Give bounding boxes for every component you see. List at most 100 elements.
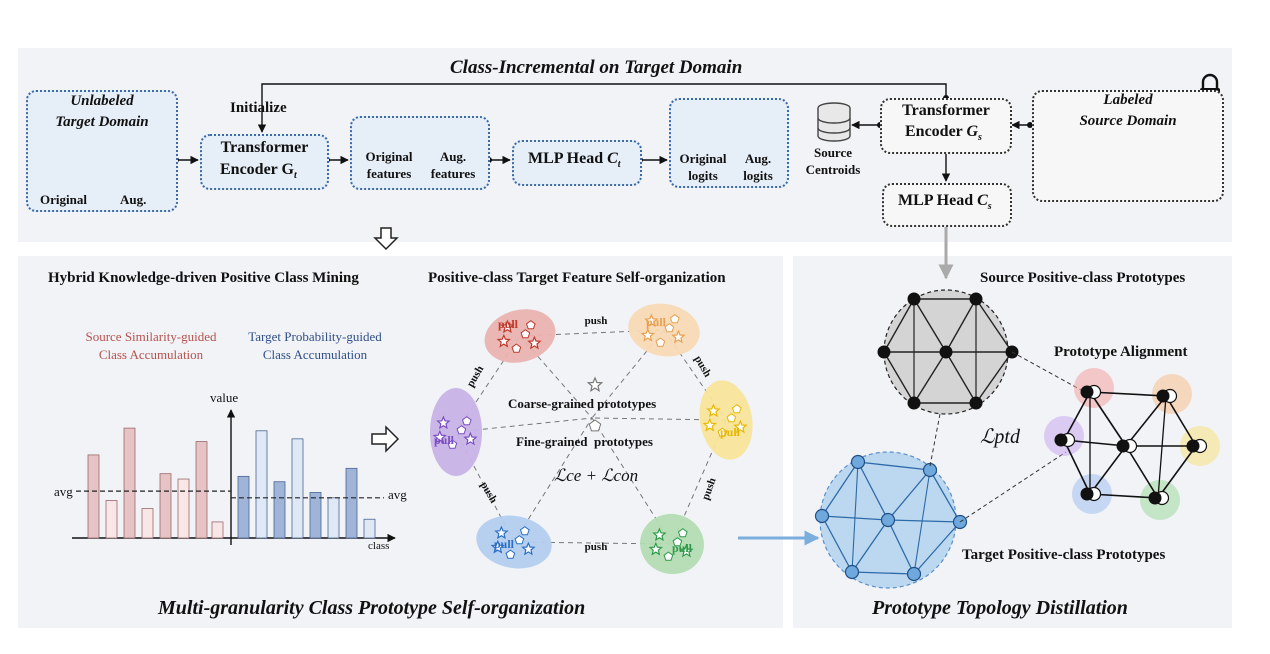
bar-target <box>345 467 358 539</box>
cluster-ellipse <box>640 513 704 575</box>
pentagon-marker <box>664 323 675 333</box>
pentagon-marker <box>677 528 688 538</box>
source-node <box>969 396 983 410</box>
right-section-title: Prototype Topology Distillation <box>872 597 1128 619</box>
alignment-edge <box>1063 439 1091 495</box>
bar-source <box>195 441 208 539</box>
cluster: pull <box>699 380 753 460</box>
source-edge <box>883 298 915 353</box>
bar-source <box>159 473 172 539</box>
logits-aug: Aug.logits <box>743 151 773 183</box>
cluster-ellipse <box>699 380 753 460</box>
selforg-title: Positive-class Target Feature Self-organ… <box>428 270 726 286</box>
star-marker <box>644 313 659 328</box>
star-marker <box>706 403 721 418</box>
alignment-spoke <box>1089 391 1127 447</box>
link-dashed <box>929 413 941 467</box>
source-edge <box>883 351 915 404</box>
database-icon <box>817 102 851 142</box>
star-marker <box>648 541 663 556</box>
pentagon-marker <box>520 329 531 339</box>
source-node <box>907 292 921 306</box>
source-spoke <box>913 298 947 353</box>
mlp-cs-box <box>882 183 1012 227</box>
target-spoke <box>887 519 915 575</box>
push-label: push <box>585 541 608 553</box>
target-node <box>844 564 860 580</box>
star-marker <box>733 419 748 434</box>
labeled-source-box <box>1032 90 1224 202</box>
source-spoke <box>945 298 977 353</box>
pentagon-marker <box>514 535 525 545</box>
alignment-edge <box>1157 445 1197 499</box>
target-edge <box>851 571 915 575</box>
mining-title: Hybrid Knowledge-driven Positive Class M… <box>48 270 359 286</box>
cluster-ellipse <box>430 388 482 476</box>
target-edge <box>821 515 853 573</box>
link-dashed <box>1011 351 1093 397</box>
pentagon-marker <box>663 551 674 561</box>
alignment-node-black <box>1054 433 1068 447</box>
features-aug: Aug.features <box>430 149 476 181</box>
selforg-loss: ℒce + ℒcon <box>554 466 639 485</box>
source-protos-title: Source Positive-class Prototypes <box>980 270 1186 286</box>
link-dashed <box>959 451 1067 523</box>
alignment-node-black <box>1116 439 1130 453</box>
unlabeled-title-2: Target Domain <box>55 114 149 130</box>
pentagon-marker <box>726 413 737 423</box>
bar-target <box>327 497 340 539</box>
star-marker <box>679 543 694 558</box>
target-spoke <box>887 469 931 521</box>
down-arrow-icon <box>373 227 399 251</box>
value-axis-label: value <box>210 390 239 405</box>
target-protos-title: Target Positive-class Prototypes <box>962 547 1166 563</box>
encoder-gs-line2: Encoder Gs <box>905 123 982 144</box>
star-marker <box>463 431 478 446</box>
pentagon-marker <box>672 537 683 547</box>
star-marker <box>671 329 686 344</box>
pull-label: pull <box>434 433 455 447</box>
cluster-ellipse <box>476 515 552 569</box>
alignment-title: Prototype Alignment <box>1054 344 1188 360</box>
alignment-edge <box>1089 391 1167 397</box>
alignment-edge <box>1157 395 1167 499</box>
pentagon-marker <box>717 427 728 437</box>
alignment-edge <box>1165 395 1197 447</box>
left-section-title: Multi-granularity Class Prototype Self-o… <box>158 597 586 619</box>
pull-label: pull <box>494 537 515 551</box>
star-marker <box>702 417 717 432</box>
bar-target <box>291 438 304 539</box>
bar-target <box>237 475 250 539</box>
pentagon-marker <box>655 337 666 347</box>
pentagon-marker <box>525 320 536 330</box>
source-node <box>939 345 953 359</box>
source-spoke <box>913 351 947 404</box>
target-edge <box>857 461 931 471</box>
mlp-cs-label: MLP Head Cs <box>898 192 992 213</box>
class-axis-label: class <box>368 540 390 552</box>
push-label: push <box>465 364 487 390</box>
cluster-ellipse <box>484 309 556 363</box>
coarse-label: Coarse-grained prototypes <box>508 396 657 411</box>
cluster: pull <box>640 513 704 575</box>
star-marker <box>490 539 505 554</box>
unlabeled-target-box <box>26 90 178 212</box>
pull-label: pull <box>498 317 519 331</box>
bar-target <box>363 518 376 539</box>
star-marker <box>494 525 509 540</box>
logits-box <box>669 98 789 188</box>
mlp-ct-box <box>512 140 642 186</box>
pentagon-marker <box>588 419 602 432</box>
bar-source <box>105 500 118 539</box>
prototype-graphs <box>814 289 1220 589</box>
pentagon-marker <box>505 549 516 559</box>
encoder-gs-line1: Transformer <box>902 102 990 119</box>
target-node <box>880 512 896 528</box>
target-edge <box>929 469 961 523</box>
avg-right-label: avg <box>388 487 407 502</box>
push-label: push <box>585 315 608 327</box>
top-title: Class-Incremental on Target Domain <box>450 57 743 78</box>
